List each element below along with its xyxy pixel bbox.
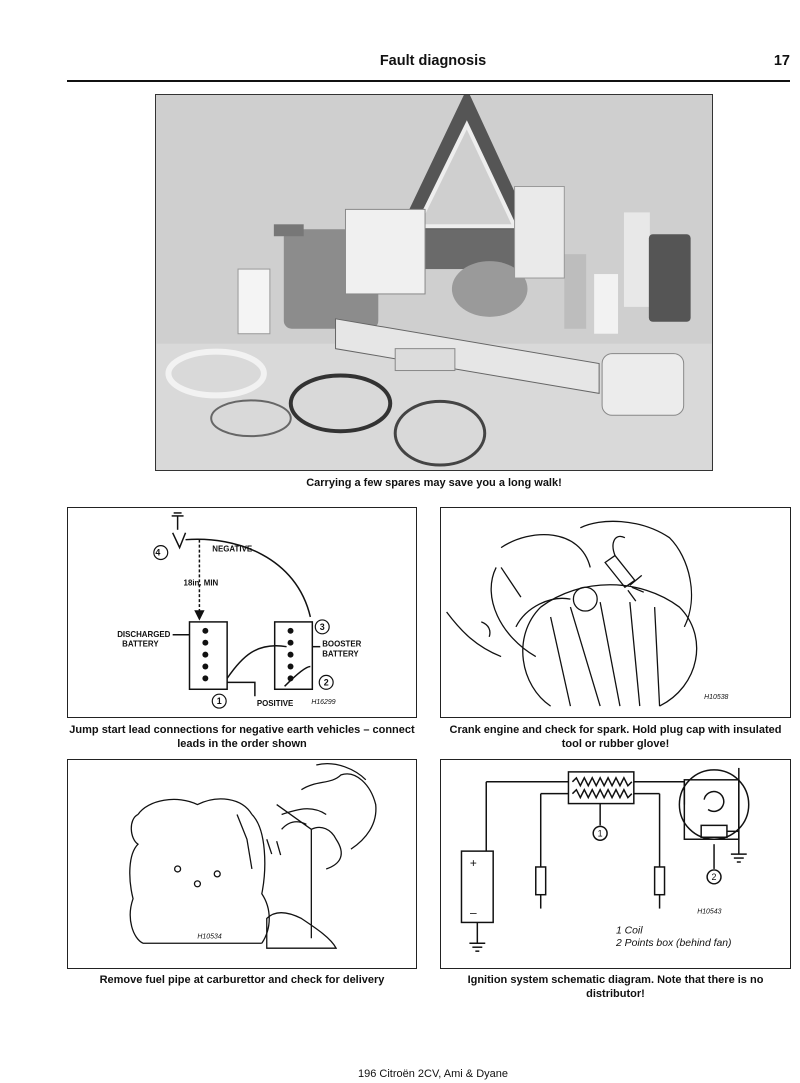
page-footer: 196 Citroën 2CV, Ami & Dyane — [357, 1068, 508, 1080]
label-n3: 3 — [320, 622, 325, 632]
fuel-check-diagram: H10534 — [67, 759, 417, 969]
page-number: 17 — [773, 53, 790, 69]
figure-ref: H16299 — [311, 699, 335, 706]
spark-check-caption: Crank engine and check for spark. Hold p… — [449, 724, 782, 750]
label-discharged-1: DISCHARGED — [117, 630, 170, 639]
label-plus: + — [470, 856, 477, 870]
label-minus: – — [470, 905, 477, 919]
label-negative: NEGATIVE — [212, 545, 252, 554]
spares-photo-illustration — [156, 95, 712, 470]
label-n1: 1 — [217, 696, 222, 706]
spares-photo — [155, 94, 713, 471]
label-positive: POSITIVE — [257, 699, 293, 708]
header-rule — [67, 80, 790, 82]
page-title: Fault diagnosis — [379, 53, 487, 69]
label-discharged-2: BATTERY — [122, 640, 159, 649]
legend-points-box: 2 Points box (behind fan) — [615, 938, 732, 949]
label-n1: 1 — [598, 828, 603, 838]
figure-ref: H10534 — [197, 933, 221, 940]
spark-check-diagram: H10538 — [440, 507, 791, 718]
label-min: 18in. MIN — [184, 578, 219, 587]
label-n2: 2 — [324, 677, 329, 687]
label-booster-2: BATTERY — [322, 650, 359, 659]
label-n2: 2 — [712, 872, 717, 882]
ignition-schematic-diagram: + – 1 2 H10543 1 Coil 2 Points box (behi… — [440, 759, 791, 969]
photo-caption: Carrying a few spares may save you a lon… — [306, 477, 562, 489]
jump-start-diagram: NEGATIVE 18in. MIN DISCHARGED BATTERY BO… — [67, 507, 417, 718]
fuel-check-caption: Remove fuel pipe at carburettor and chec… — [99, 974, 385, 986]
ignition-schematic-caption: Ignition system schematic diagram. Note … — [467, 974, 764, 1000]
label-booster-1: BOOSTER — [322, 640, 361, 649]
legend-coil: 1 Coil — [616, 925, 643, 936]
label-n4: 4 — [155, 548, 160, 558]
jump-start-caption: Jump start lead connections for negative… — [69, 724, 415, 750]
figure-ref: H10538 — [704, 694, 728, 701]
figure-ref: H10543 — [697, 909, 721, 916]
